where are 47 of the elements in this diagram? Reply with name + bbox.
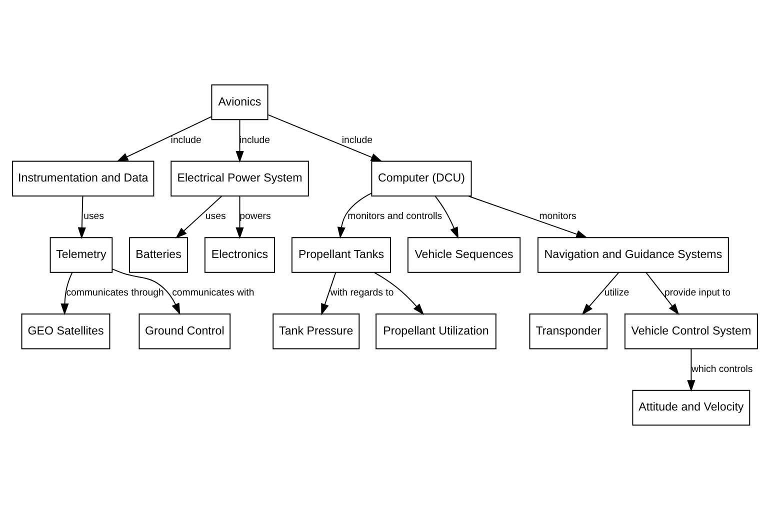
edge-label: include: [170, 134, 202, 146]
node-box: Avionics: [211, 84, 268, 120]
edge-label: communicates with: [172, 287, 254, 298]
edge-label: monitors: [539, 210, 576, 222]
arrow: [321, 272, 336, 315]
arrow: [582, 272, 620, 315]
arrow: [236, 118, 244, 162]
node-box: Attitude and Velocity: [632, 389, 750, 426]
edge-label: which controls: [692, 363, 753, 374]
node-box: Vehicle Sequences: [407, 236, 521, 272]
node-box: Telemetry: [50, 236, 113, 272]
node-box: Electrical Power System: [170, 160, 309, 196]
node-box: Propellant Utilization: [376, 312, 496, 349]
arrow: [175, 195, 222, 238]
edge-label: include: [239, 134, 270, 146]
arrow: [112, 268, 180, 314]
arrow: [60, 271, 73, 315]
edge-label: communicates through: [66, 287, 164, 298]
node-box: GEO Satellites: [21, 312, 110, 349]
node-box: Ground Control: [138, 312, 231, 349]
edge-label: utilize: [604, 287, 630, 298]
node-box: Navigation and Guidance Systems: [538, 236, 729, 272]
node-box: Tank Pressure: [272, 312, 360, 349]
arrow: [646, 272, 680, 315]
node-box: Instrumentation and Data: [12, 160, 154, 196]
edge-label: uses: [205, 210, 226, 222]
arrow: [268, 114, 383, 162]
arrow: [687, 348, 696, 392]
node-box: Vehicle Control System: [624, 312, 758, 349]
node-box: Batteries: [129, 236, 188, 272]
arrow: [374, 272, 424, 314]
edge-label: provide input to: [664, 287, 730, 298]
edge-label: uses: [84, 210, 104, 222]
arrow: [434, 195, 458, 238]
arrow: [337, 192, 372, 238]
node-box: Transponder: [529, 312, 608, 349]
edge-label: monitors and controlls: [348, 210, 442, 222]
edge-label: include: [342, 134, 373, 146]
arrow: [236, 195, 244, 239]
arrow: [468, 195, 588, 238]
edge-label: powers: [240, 210, 271, 222]
edge-label: with regards to: [330, 287, 394, 298]
arrow: [116, 116, 212, 162]
node-box: Electronics: [204, 236, 276, 272]
arrow: [78, 195, 86, 239]
node-box: Propellant Tanks: [291, 236, 392, 272]
node-box: Computer (DCU): [371, 160, 472, 196]
